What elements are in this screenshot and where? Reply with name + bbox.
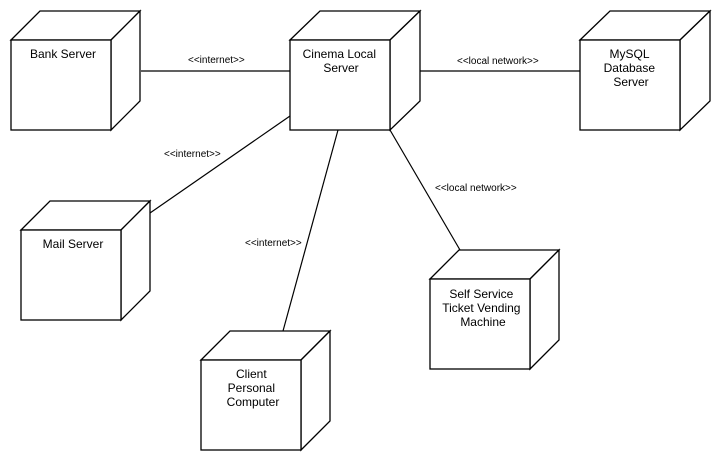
connection-cinema-client: [282, 129, 339, 332]
node-client-personal-computer-label: Client Personal Computer: [227, 367, 280, 409]
node-cinema-local-server-label-line: Cinema Local: [303, 47, 376, 61]
connection-label-cinema-mail: <<internet>>: [164, 149, 221, 160]
node-ticket-vending-machine-label-line: Self Service: [449, 287, 513, 301]
node-ticket-vending-machine: Self Service Ticket Vending Machine: [428, 248, 561, 371]
node-client-personal-computer-label-line: Personal: [228, 381, 275, 395]
node-mysql-database-server: MySQL Database Server: [578, 9, 712, 132]
node-cinema-local-server-label-line: Server: [323, 61, 358, 75]
node-client-personal-computer: Client Personal Computer: [199, 329, 332, 452]
node-mail-server-label: Mail Server: [43, 237, 104, 251]
node-mysql-database-server-label-line: Database: [604, 61, 656, 75]
node-bank-server: Bank Server: [9, 9, 142, 132]
node-ticket-vending-machine-label: Self Service Ticket Vending Machine: [442, 287, 524, 329]
node-ticket-vending-machine-label-line: Ticket Vending: [442, 301, 520, 315]
node-mysql-database-server-label-line: Server: [613, 75, 648, 89]
node-mail-server: Mail Server: [19, 199, 152, 322]
node-ticket-vending-machine-label-line: Machine: [460, 315, 506, 329]
node-client-personal-computer-label-line: Client: [236, 367, 267, 381]
node-bank-server-label: Bank Server: [30, 47, 96, 61]
connection-label-cinema-vending: <<local network>>: [435, 183, 517, 194]
connection-cinema-mail: [149, 115, 291, 214]
connection-labels: <<internet>> <<local network>> <<interne…: [164, 55, 539, 249]
connection-cinema-vending: [389, 129, 461, 251]
node-client-personal-computer-label-line: Computer: [227, 395, 280, 409]
node-cinema-local-server-label: Cinema Local Server: [303, 47, 380, 75]
connection-label-cinema-mysql: <<local network>>: [457, 56, 539, 67]
node-bank-server-label-line: Bank Server: [30, 47, 96, 61]
node-mysql-database-server-label-line: MySQL: [610, 47, 650, 61]
node-mysql-database-server-label: MySQL Database Server: [604, 47, 659, 89]
connection-label-bank-cinema: <<internet>>: [188, 55, 245, 66]
node-cinema-local-server: Cinema Local Server: [288, 9, 422, 132]
node-mail-server-label-line: Mail Server: [43, 237, 104, 251]
connection-label-cinema-client: <<internet>>: [245, 238, 302, 249]
connections: [141, 70, 580, 332]
